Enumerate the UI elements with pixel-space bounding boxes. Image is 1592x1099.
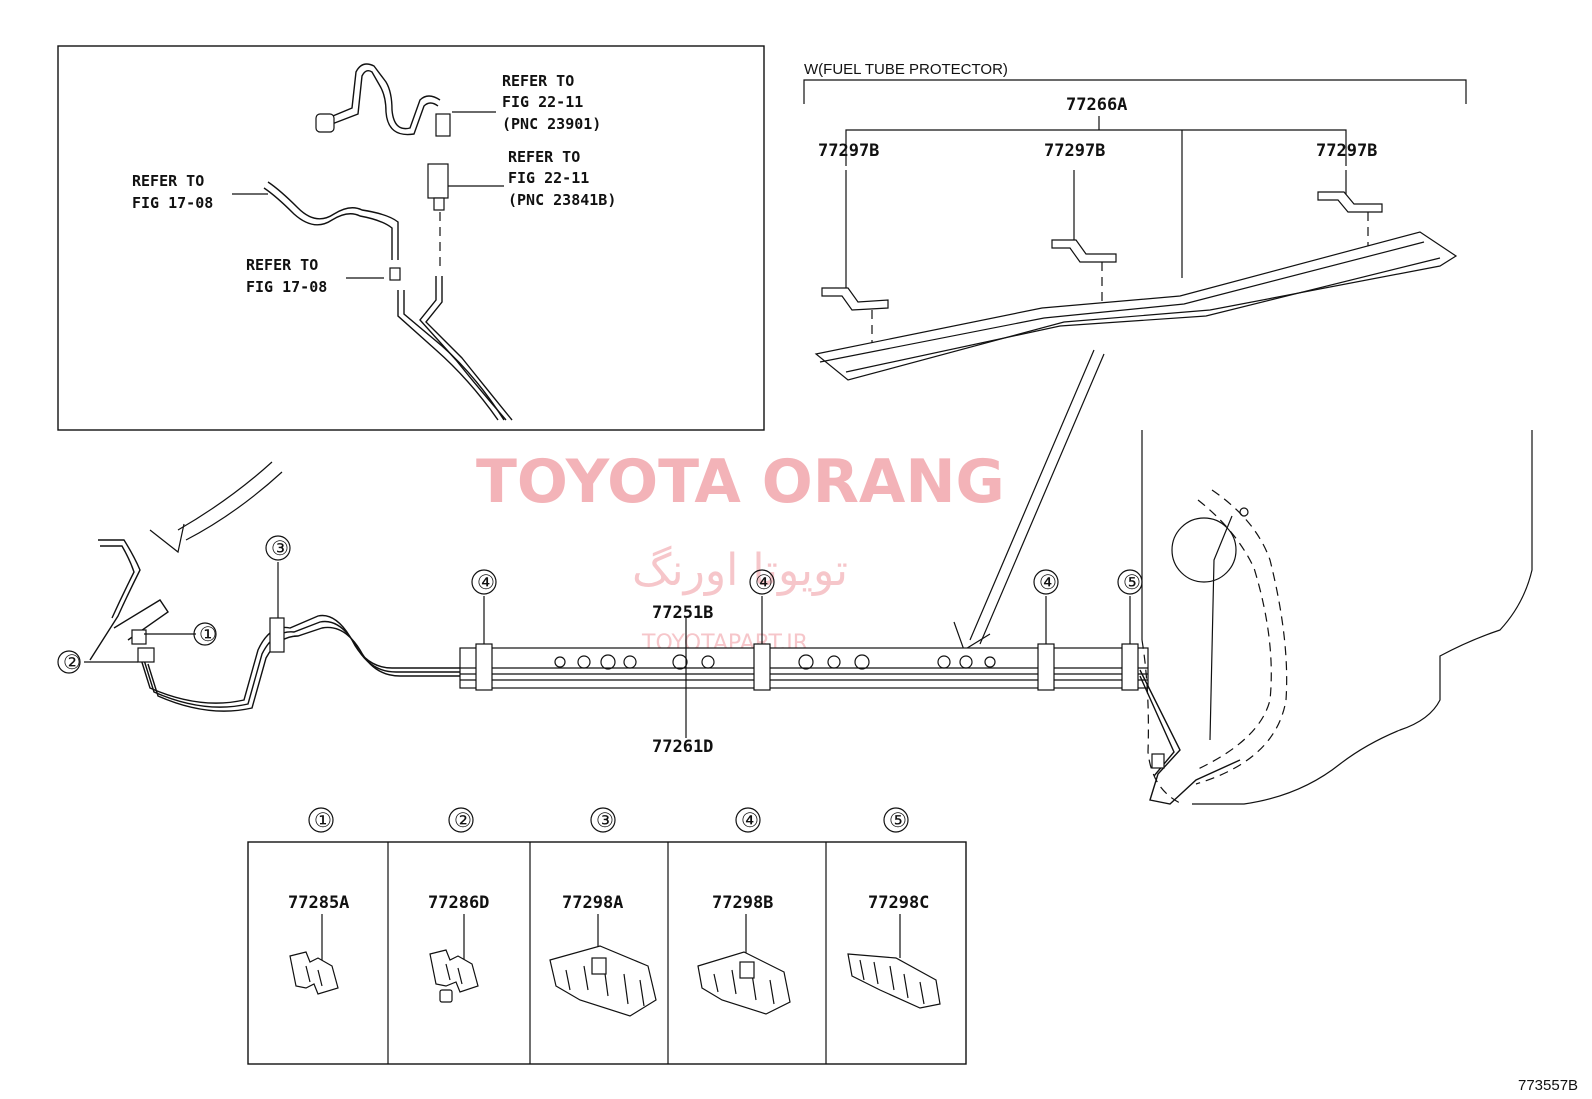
protector-rail bbox=[814, 231, 1458, 381]
legend-marker-3: ③ bbox=[596, 808, 614, 832]
clamp-part-4c bbox=[1037, 643, 1055, 691]
protector-bracket-number-3: 77297B bbox=[1316, 141, 1377, 161]
figure-code: 773557B bbox=[1518, 1077, 1578, 1094]
clamp-legend: ① ② ③ ④ ⑤ 77285A 77286D 77298A 77298B 77… bbox=[247, 807, 967, 1065]
refer-label-2a: REFER TO bbox=[508, 148, 580, 166]
refer-label-3a: REFER TO bbox=[132, 172, 204, 190]
legend-marker-1: ① bbox=[314, 808, 332, 832]
refer-label-2c: (PNC 23841B) bbox=[508, 191, 616, 209]
detail-inset: REFER TO FIG 22-11 (PNC 23901) REFER TO … bbox=[57, 45, 765, 431]
refer-label-1c: (PNC 23901) bbox=[502, 115, 601, 133]
marker-4c: ④ bbox=[1039, 570, 1057, 594]
clamp-part-4b bbox=[753, 643, 771, 691]
protector-assembly-number: 77266A bbox=[1066, 95, 1127, 115]
refer-label-3b: FIG 17-08 bbox=[132, 194, 213, 212]
bracket-3 bbox=[1317, 191, 1383, 213]
clamp-part-1 bbox=[131, 629, 147, 645]
marker-4a: ④ bbox=[477, 570, 495, 594]
legend-part-4: 77298B bbox=[712, 893, 773, 913]
marker-1: ① bbox=[199, 622, 217, 646]
marker-2: ② bbox=[63, 650, 81, 674]
main-fuel-line bbox=[84, 430, 1533, 805]
upper-part-number: 77251B bbox=[652, 603, 713, 623]
legend-part-1: 77285A bbox=[288, 893, 349, 913]
protector-title: W(FUEL TUBE PROTECTOR) bbox=[804, 61, 1008, 78]
clamp-part-2 bbox=[137, 647, 155, 663]
protector-bracket-number-1: 77297B bbox=[818, 141, 879, 161]
marker-4b: ④ bbox=[755, 570, 773, 594]
clamp-part-3 bbox=[269, 617, 285, 653]
lower-part-number: 77261D bbox=[652, 737, 713, 757]
tank-fitting bbox=[1151, 753, 1165, 769]
legend-marker-4: ④ bbox=[741, 808, 759, 832]
legend-part-3: 77298A bbox=[562, 893, 623, 913]
clamp-markers: ① ② ③ ④ ④ ④ ⑤ bbox=[57, 535, 1143, 674]
filler-neck-fitting bbox=[315, 113, 335, 133]
clamp-drawing-5 bbox=[847, 953, 941, 1009]
clamp-drawing-2 bbox=[429, 949, 479, 1003]
legend-part-2: 77286D bbox=[428, 893, 489, 913]
refer-label-4b: FIG 17-08 bbox=[246, 278, 327, 296]
clamp-drawing-3 bbox=[549, 945, 657, 1017]
refer-label-4a: REFER TO bbox=[246, 256, 318, 274]
clamp-part-4a bbox=[475, 643, 493, 691]
hose-clip bbox=[389, 267, 401, 281]
clamp-drawing-4 bbox=[697, 951, 791, 1015]
protector-bracket-number-2: 77297B bbox=[1044, 141, 1105, 161]
bracket-2 bbox=[1051, 239, 1117, 263]
clamp-part-5 bbox=[1121, 643, 1139, 691]
protector-detail: W(FUEL TUBE PROTECTOR) 77266A 77297B 772… bbox=[803, 61, 1467, 651]
legend-marker-5: ⑤ bbox=[889, 808, 907, 832]
refer-label-1b: FIG 22-11 bbox=[502, 93, 583, 111]
watermark-title: TOYOTA ORANG bbox=[476, 447, 1005, 517]
clamp-drawing-1 bbox=[289, 951, 339, 995]
breather-fitting bbox=[435, 113, 451, 137]
marker-5: ⑤ bbox=[1123, 570, 1141, 594]
legend-marker-2: ② bbox=[454, 808, 472, 832]
watermark-persian: تویوتا اورنگ bbox=[632, 545, 848, 596]
marker-3: ③ bbox=[271, 536, 289, 560]
valve-part bbox=[427, 163, 449, 199]
bracket-1 bbox=[821, 287, 889, 311]
refer-label-1a: REFER TO bbox=[502, 72, 574, 90]
legend-part-5: 77298C bbox=[868, 893, 929, 913]
refer-label-2b: FIG 22-11 bbox=[508, 169, 589, 187]
